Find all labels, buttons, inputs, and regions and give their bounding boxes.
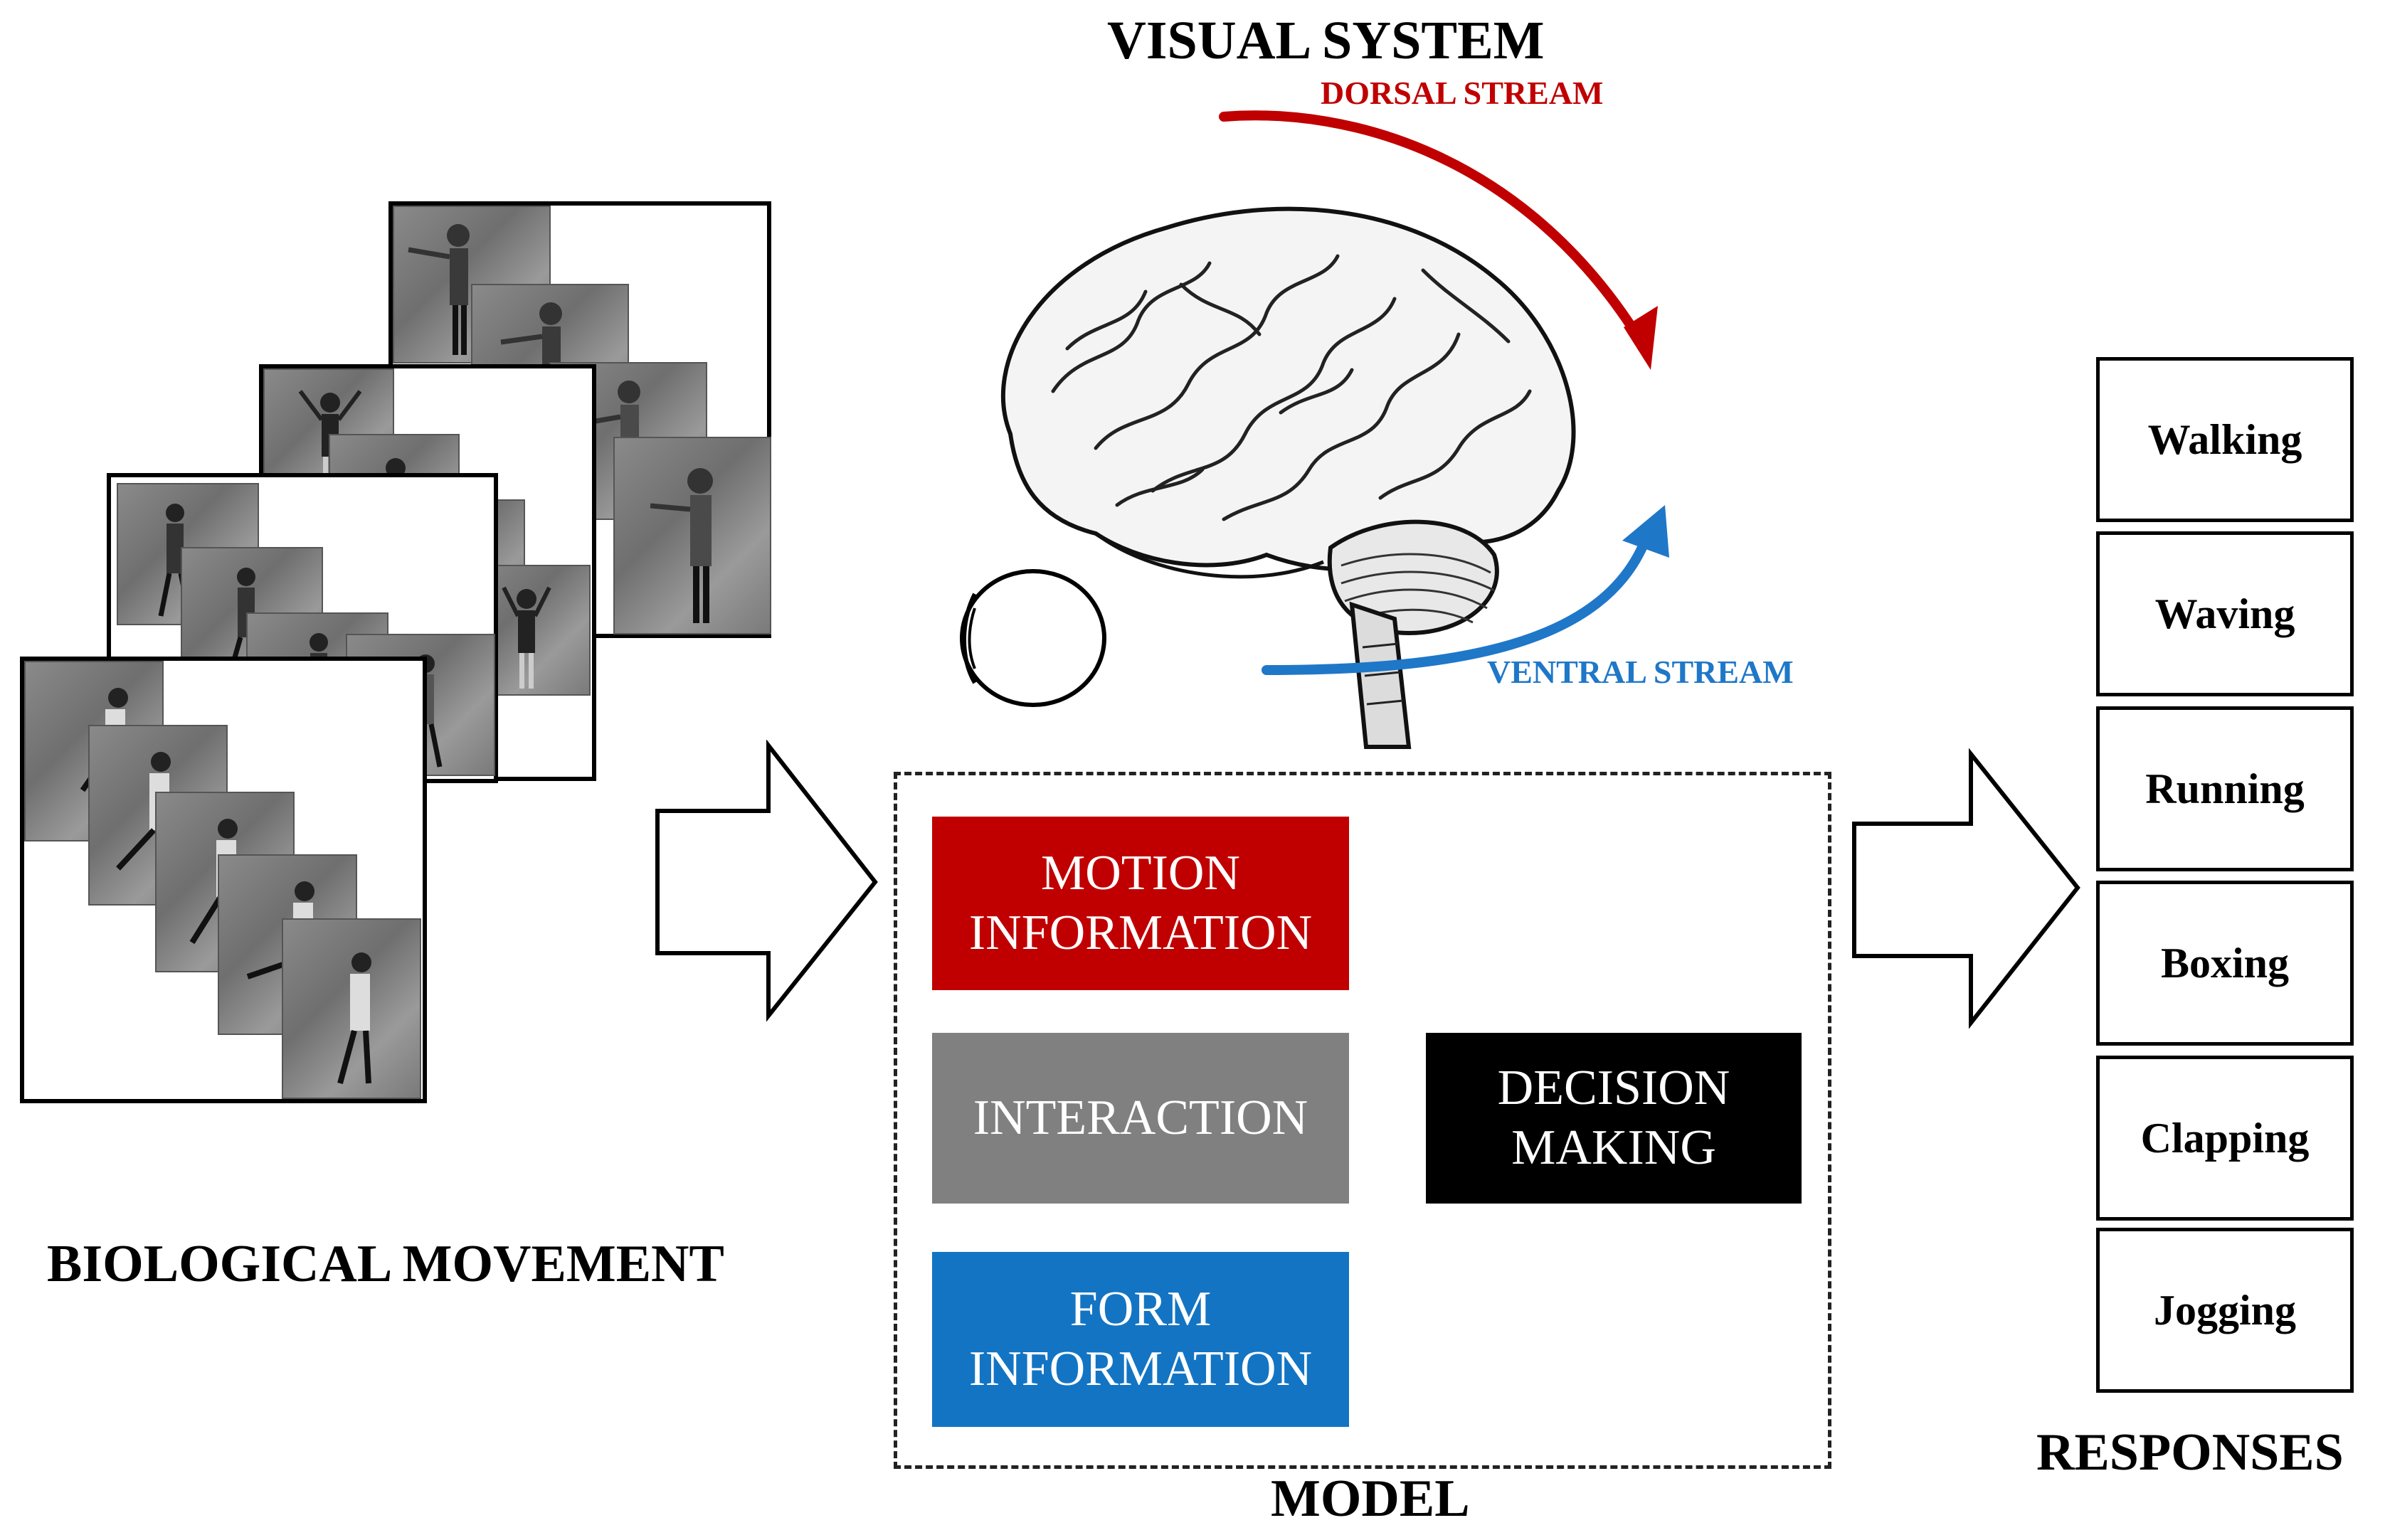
brain-illustration	[1000, 206, 1576, 749]
motion-block-line1: MOTION	[1041, 846, 1240, 901]
frame-photo	[613, 437, 771, 634]
ventral-stream-label: VENTRAL STREAM	[1487, 654, 1794, 690]
interaction-block-line1: INTERACTION	[973, 1090, 1308, 1145]
dorsal-stream-arrow	[1219, 110, 1658, 370]
eye-icon	[960, 569, 1106, 707]
frame-photo	[282, 918, 421, 1099]
response-jogging: Jogging	[2096, 1228, 2354, 1393]
frame-sequence-running	[20, 657, 427, 1103]
interaction-block: INTERACTION	[932, 1033, 1349, 1204]
response-clapping: Clapping	[2096, 1056, 2354, 1221]
decision-block-line2: MAKING	[1511, 1120, 1716, 1175]
decision-block-line1: DECISION	[1497, 1061, 1730, 1115]
human-figure-icon	[337, 952, 371, 1085]
responses-title: RESPONSES	[2036, 1423, 2344, 1482]
motion-information-block: MOTION INFORMATION	[932, 817, 1349, 990]
response-waving: Waving	[2096, 531, 2354, 696]
model-box	[894, 772, 1831, 1469]
human-figure-icon	[502, 586, 551, 689]
motion-block-line2: INFORMATION	[968, 906, 1313, 960]
arrow-right-icon	[1852, 748, 2080, 1029]
decision-making-block: DECISION MAKING	[1426, 1033, 1802, 1204]
biological-movement-title: BIOLOGICAL MOVEMENT	[47, 1235, 724, 1293]
human-figure-icon	[408, 224, 470, 355]
response-walking: Walking	[2096, 357, 2354, 522]
model-title: MODEL	[1271, 1470, 1470, 1528]
visual-system-title: VISUAL SYSTEM	[1107, 11, 1545, 70]
arrow-right-icon	[655, 740, 878, 1022]
form-block-line1: FORM	[1069, 1282, 1212, 1337]
response-boxing: Boxing	[2096, 881, 2354, 1046]
human-figure-icon	[650, 468, 713, 623]
ventral-stream-arrow	[1262, 505, 1669, 675]
dorsal-stream-label: DORSAL STREAM	[1321, 75, 1604, 111]
form-block-line2: INFORMATION	[968, 1342, 1313, 1396]
form-information-block: FORM INFORMATION	[932, 1252, 1349, 1427]
response-running: Running	[2096, 706, 2354, 871]
